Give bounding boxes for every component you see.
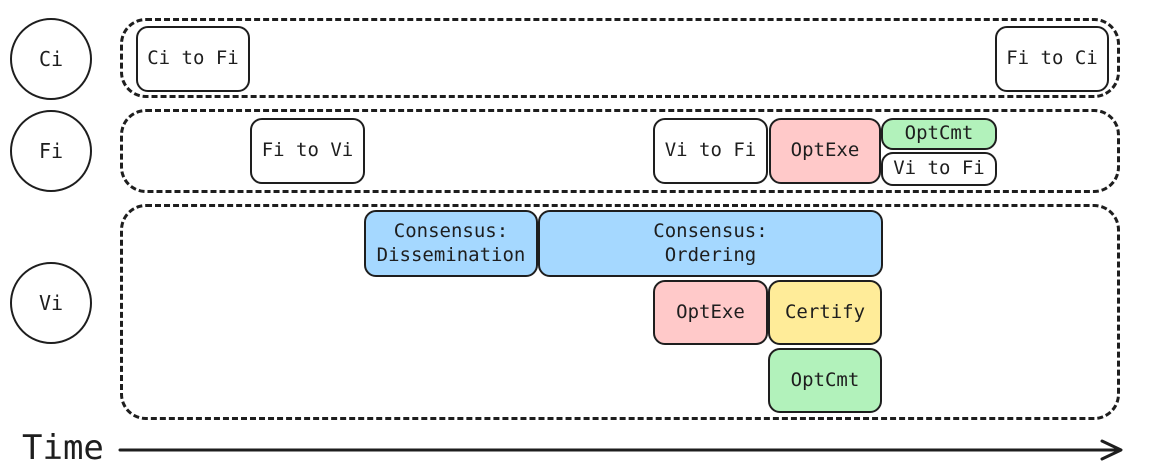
box-ci-to-fi: Ci to Fi bbox=[136, 26, 250, 92]
box-consensus-dissemination: Consensus: Dissemination bbox=[364, 210, 538, 277]
box-fi-to-vi: Fi to Vi bbox=[250, 118, 365, 184]
time-axis-arrow bbox=[118, 439, 1123, 461]
actor-vi: Vi bbox=[10, 262, 92, 344]
box-vi-to-fi-2: Vi to Fi bbox=[881, 152, 997, 186]
box-fi-optexe: OptExe bbox=[769, 118, 881, 184]
actor-ci: Ci bbox=[10, 18, 92, 100]
actor-fi: Fi bbox=[10, 110, 92, 192]
box-vi-to-fi: Vi to Fi bbox=[653, 118, 768, 184]
box-vi-optcmt: OptCmt bbox=[768, 348, 882, 413]
box-vi-optexe: OptExe bbox=[653, 280, 768, 345]
box-certify: Certify bbox=[768, 280, 882, 345]
box-consensus-ordering: Consensus: Ordering bbox=[538, 210, 883, 277]
vi-lane bbox=[120, 204, 1120, 420]
time-axis-label: Time bbox=[22, 428, 104, 468]
box-fi-to-ci: Fi to Ci bbox=[995, 26, 1109, 92]
fi-lane bbox=[120, 109, 1120, 193]
box-fi-optcmt: OptCmt bbox=[881, 118, 997, 150]
ci-lane bbox=[120, 18, 1120, 98]
